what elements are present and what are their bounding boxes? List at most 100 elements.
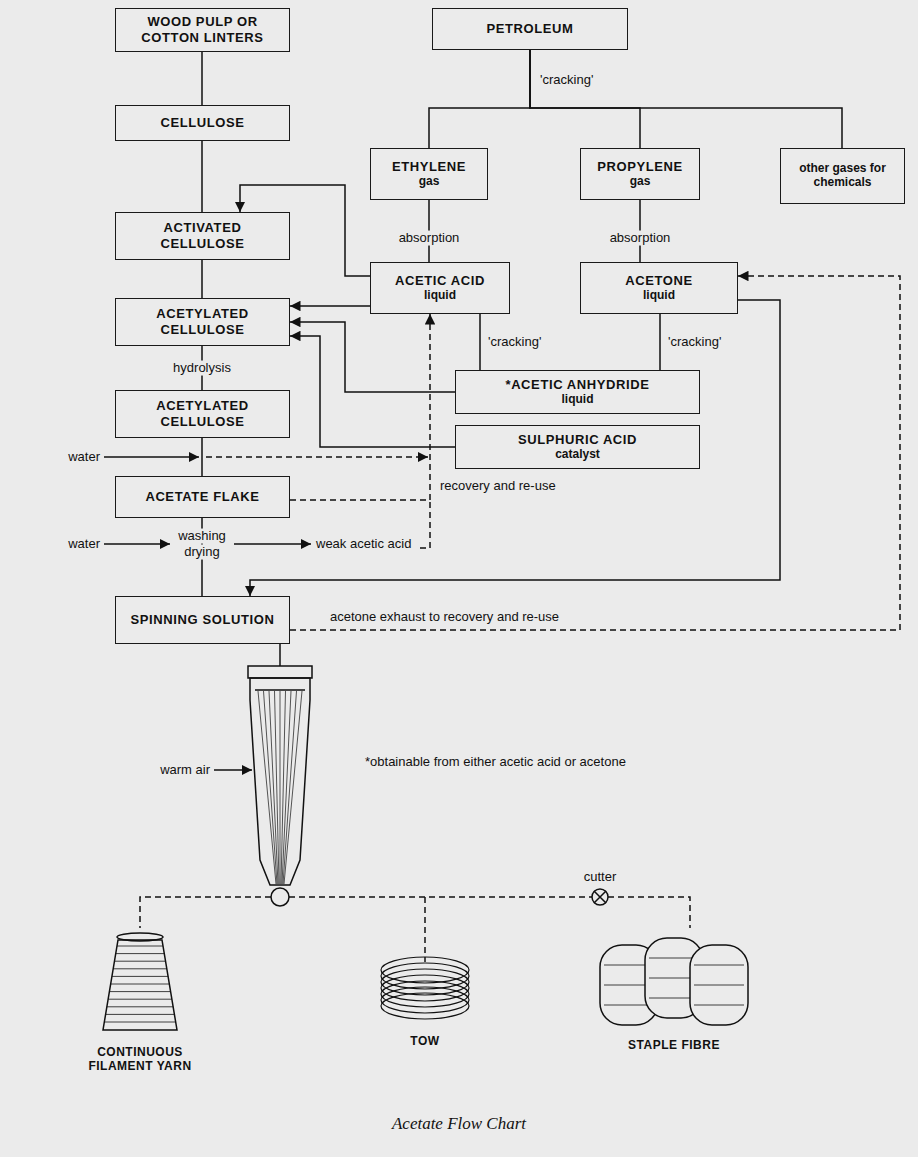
flow-connector: [479, 314, 481, 370]
feed-line: [279, 644, 281, 666]
chemical-box: *ACETIC ANHYDRIDEliquid: [455, 370, 700, 414]
flow-connector: [201, 52, 203, 105]
water-recovery-line: [206, 456, 428, 458]
node-label: PETROLEUM: [486, 21, 573, 37]
node-sublabel: catalyst: [555, 448, 600, 462]
node-label: ACETATE FLAKE: [145, 489, 259, 505]
yarn-path: [140, 897, 271, 928]
warm-air-arrow: [214, 769, 252, 771]
chemical-box: ACETONEliquid: [580, 262, 738, 314]
node-label: SULPHURIC ACID: [518, 432, 637, 448]
product-label: STAPLE FIBRE: [628, 1039, 720, 1053]
water-arrow: [104, 456, 199, 458]
yarn-winding: [104, 1022, 175, 1023]
node-label: SPINNING SOLUTION: [131, 612, 275, 628]
chemical-box: ACETIC ACIDliquid: [370, 262, 510, 314]
node-sublabel: liquid: [643, 289, 675, 303]
output-label: weak acetic acid: [316, 537, 411, 552]
cutter-symbol: [592, 889, 608, 905]
edge-label: acetone exhaust to recovery and re-use: [330, 610, 559, 625]
staple-bale: [690, 945, 748, 1025]
node-sublabel: gas: [419, 175, 440, 189]
edge-label: recovery and re-use: [440, 479, 556, 494]
yarn-winding: [117, 946, 163, 947]
yarn-package: [117, 933, 163, 941]
flow-connector: [290, 305, 370, 307]
node-label: ACETYLATED CELLULOSE: [121, 398, 284, 429]
raw-material-box: WOOD PULP OR COTTON LINTERS: [115, 8, 290, 52]
process-box: ACETYLATED CELLULOSE: [115, 298, 290, 346]
chemical-box: SULPHURIC ACIDcatalyst: [455, 425, 700, 469]
process-box: ACETATE FLAKE: [115, 476, 290, 518]
yarn-winding: [109, 991, 170, 992]
bale-band: [694, 1005, 744, 1006]
node-label: ACETONE: [625, 273, 693, 289]
node-label: ACETYLATED CELLULOSE: [121, 306, 284, 337]
footnote: *obtainable from either acetic acid or a…: [365, 755, 626, 770]
staple-path: [608, 897, 690, 928]
flow-connector: [429, 50, 530, 148]
bale-band: [694, 965, 744, 966]
take-up-roller: [271, 888, 289, 906]
flow-connector: [290, 336, 455, 447]
yarn-winding: [111, 984, 170, 985]
tow-path: [424, 897, 426, 962]
recovery-line: [420, 502, 430, 548]
process-box: CELLULOSE: [115, 105, 290, 141]
filament: [269, 691, 278, 884]
cutter-symbol: [594, 891, 606, 903]
edge-label: hydrolysis: [170, 361, 234, 376]
process-box: ACTIVATED CELLULOSE: [115, 212, 290, 260]
node-sublabel: gas: [630, 175, 651, 189]
process-note: washing: [175, 529, 229, 544]
node-sublabel: liquid: [562, 393, 594, 407]
spinneret-plate: [255, 689, 305, 691]
tow-coil: [381, 987, 469, 1013]
weak-acid-arrow: [234, 543, 311, 545]
node-label: ACTIVATED CELLULOSE: [121, 220, 284, 251]
spinning-cell: [250, 678, 310, 885]
node-label: *ACETIC ANHYDRIDE: [505, 377, 649, 393]
process-box: ACETYLATED CELLULOSE: [115, 390, 290, 438]
tow-coil: [381, 993, 469, 1019]
part-label: cutter: [584, 870, 617, 885]
yarn-winding: [106, 1014, 175, 1015]
edge-label: 'cracking': [668, 335, 721, 350]
water-arrow: [104, 543, 170, 545]
flow-connector: [201, 260, 203, 298]
node-label: PROPYLENE: [597, 159, 683, 175]
input-label: water: [68, 537, 100, 552]
flow-connector: [659, 314, 661, 370]
tow-coil: [381, 981, 469, 1007]
flow-connector: [530, 50, 640, 148]
filament: [283, 691, 297, 884]
edge-label: absorption: [396, 231, 463, 246]
filament: [280, 691, 281, 884]
node-label: CELLULOSE: [160, 115, 244, 131]
flow-connector: [530, 50, 842, 148]
process-box: SPINNING SOLUTION: [115, 596, 290, 644]
yarn-winding: [113, 968, 167, 969]
flow-connector: [201, 438, 203, 476]
node-label: ETHYLENE: [392, 159, 466, 175]
yarn-winding: [114, 961, 165, 962]
process-note: 'cracking': [540, 73, 593, 88]
node-sublabel: liquid: [424, 289, 456, 303]
edge-label: absorption: [607, 231, 674, 246]
filament: [275, 691, 280, 884]
flow-connector: [250, 300, 780, 596]
chemical-box: ETHYLENEgas: [370, 148, 488, 200]
recovery-connector: [290, 314, 430, 500]
node-label: other gases for chemicals: [786, 162, 899, 190]
yarn-winding: [107, 1006, 173, 1007]
source-box: PETROLEUM: [432, 8, 628, 50]
yarn-package: [103, 940, 177, 1030]
node-label: ACETIC ACID: [395, 273, 485, 289]
product-label: CONTINUOUS FILAMENT YARN: [80, 1046, 200, 1074]
tow-path: [289, 896, 592, 898]
chemical-box: other gases for chemicals: [780, 148, 905, 204]
filament: [284, 691, 302, 884]
